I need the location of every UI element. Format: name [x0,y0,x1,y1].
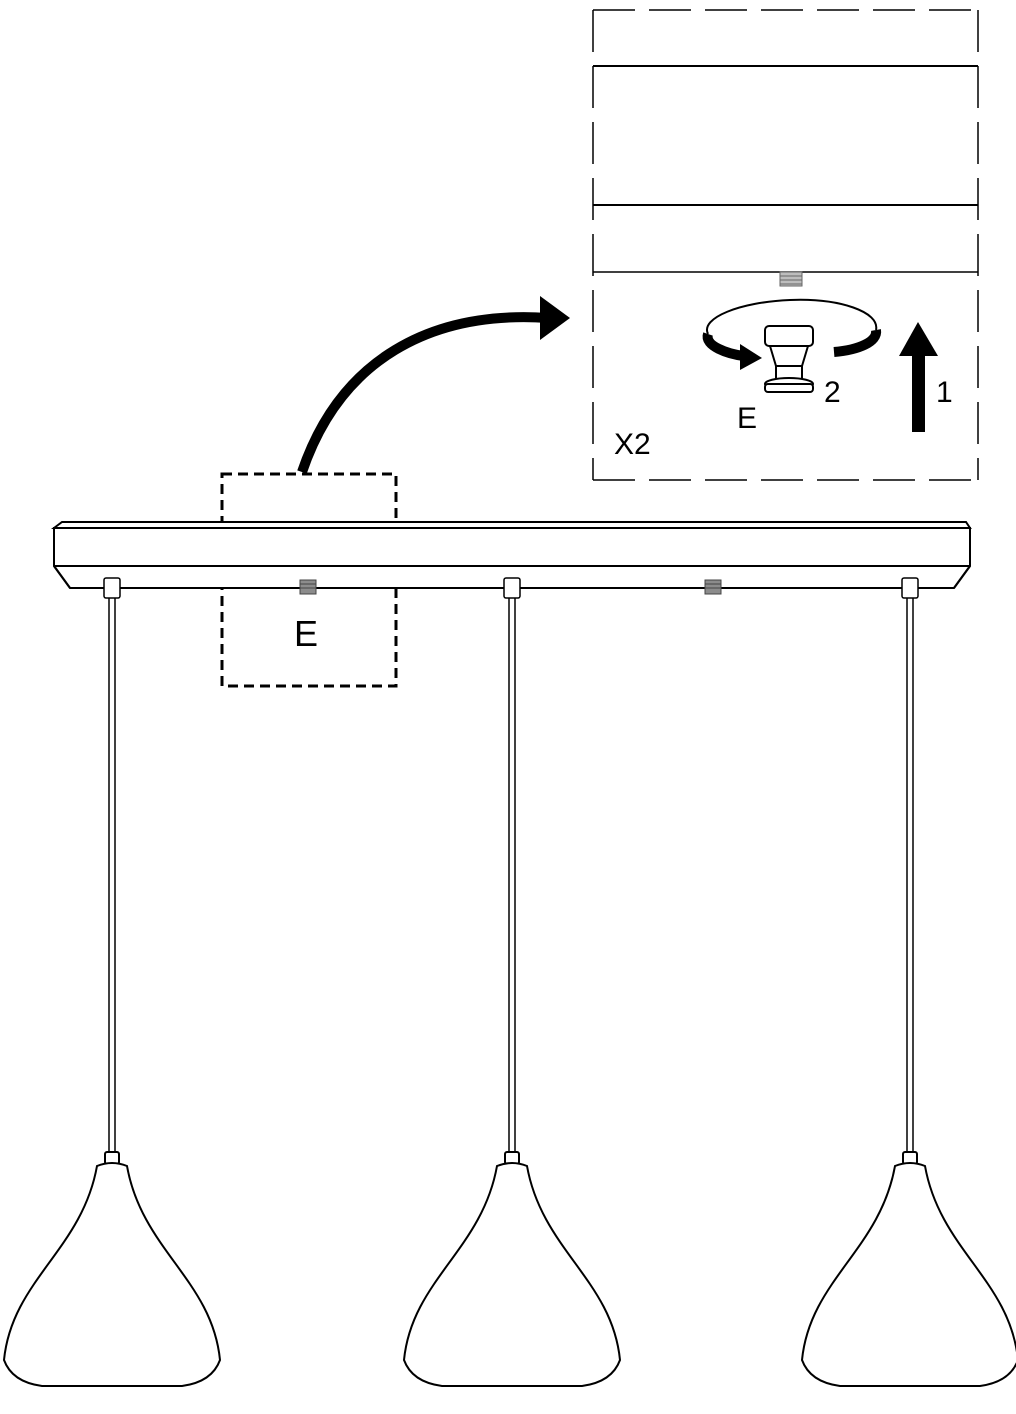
callout-arrow [297,296,570,474]
main-part-label: E [294,613,318,654]
threaded-connectors [299,579,722,595]
lift-arrow [899,322,938,432]
suspension-cords [108,598,914,1152]
pendant-shade-2 [402,1151,622,1387]
threaded-stud [779,271,803,287]
cable-grip [103,577,121,599]
quantity-label: X2 [614,428,651,461]
connector-e-right [704,579,722,595]
cable-grips [103,577,919,599]
ceiling-canopy-bar [51,521,972,589]
cable-grip [503,577,521,599]
detail-part-label: E [737,402,757,435]
cable-grip [901,577,919,599]
pendant-shade-3 [800,1151,1016,1387]
rotation-arrow [702,298,881,370]
connector-e-left [299,579,317,595]
detail-inset [592,9,979,481]
pendant-shades [2,1151,1016,1387]
end-cap-detail [764,325,814,393]
step-rotate-label: 2 [824,376,841,409]
pendant-shade-1 [2,1151,222,1387]
step-lift-label: 1 [936,376,953,409]
